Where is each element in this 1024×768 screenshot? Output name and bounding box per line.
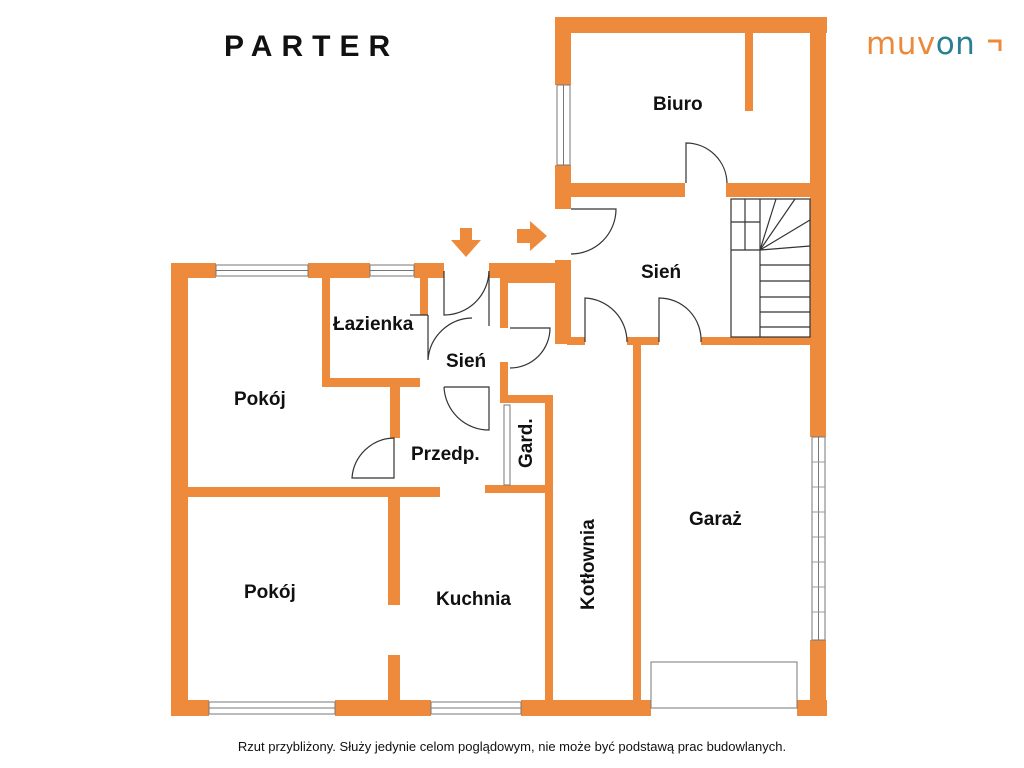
room-label-kotlownia: Kotłownia (578, 519, 599, 610)
doors (351, 142, 728, 479)
room-label-pokoj-lower: Pokój (244, 582, 296, 603)
room-label-sien-lower: Sień (446, 351, 487, 372)
logo-mark-icon (988, 39, 1002, 51)
room-label-garaz: Garaż (689, 509, 742, 530)
room-label-kuchnia: Kuchnia (436, 589, 511, 610)
window-ticks (812, 461, 825, 613)
logo-text-part2: on (935, 26, 976, 62)
room-label-sien-upper: Sień (641, 262, 682, 283)
room-label-pokoj-upper: Pokój (234, 389, 286, 410)
entrance-arrows (451, 221, 547, 257)
windows (208, 84, 826, 715)
stairs (730, 198, 811, 338)
walls (171, 17, 827, 716)
entrance-arrow-down-icon (451, 228, 481, 257)
entrance-arrow-right-icon (517, 221, 547, 251)
room-label-przedp: Przedp. (411, 444, 480, 465)
page-title: PARTER (224, 30, 400, 63)
disclaimer-text: Rzut przybliżony. Służy jedynie celom po… (237, 739, 787, 754)
logo-text-part1: muv (866, 26, 936, 62)
room-label-biuro: Biuro (653, 94, 703, 115)
room-label-gard: Gard. (516, 418, 537, 468)
muvon-logo: muvon (866, 26, 975, 62)
room-label-lazienka: Łazienka (333, 314, 414, 335)
